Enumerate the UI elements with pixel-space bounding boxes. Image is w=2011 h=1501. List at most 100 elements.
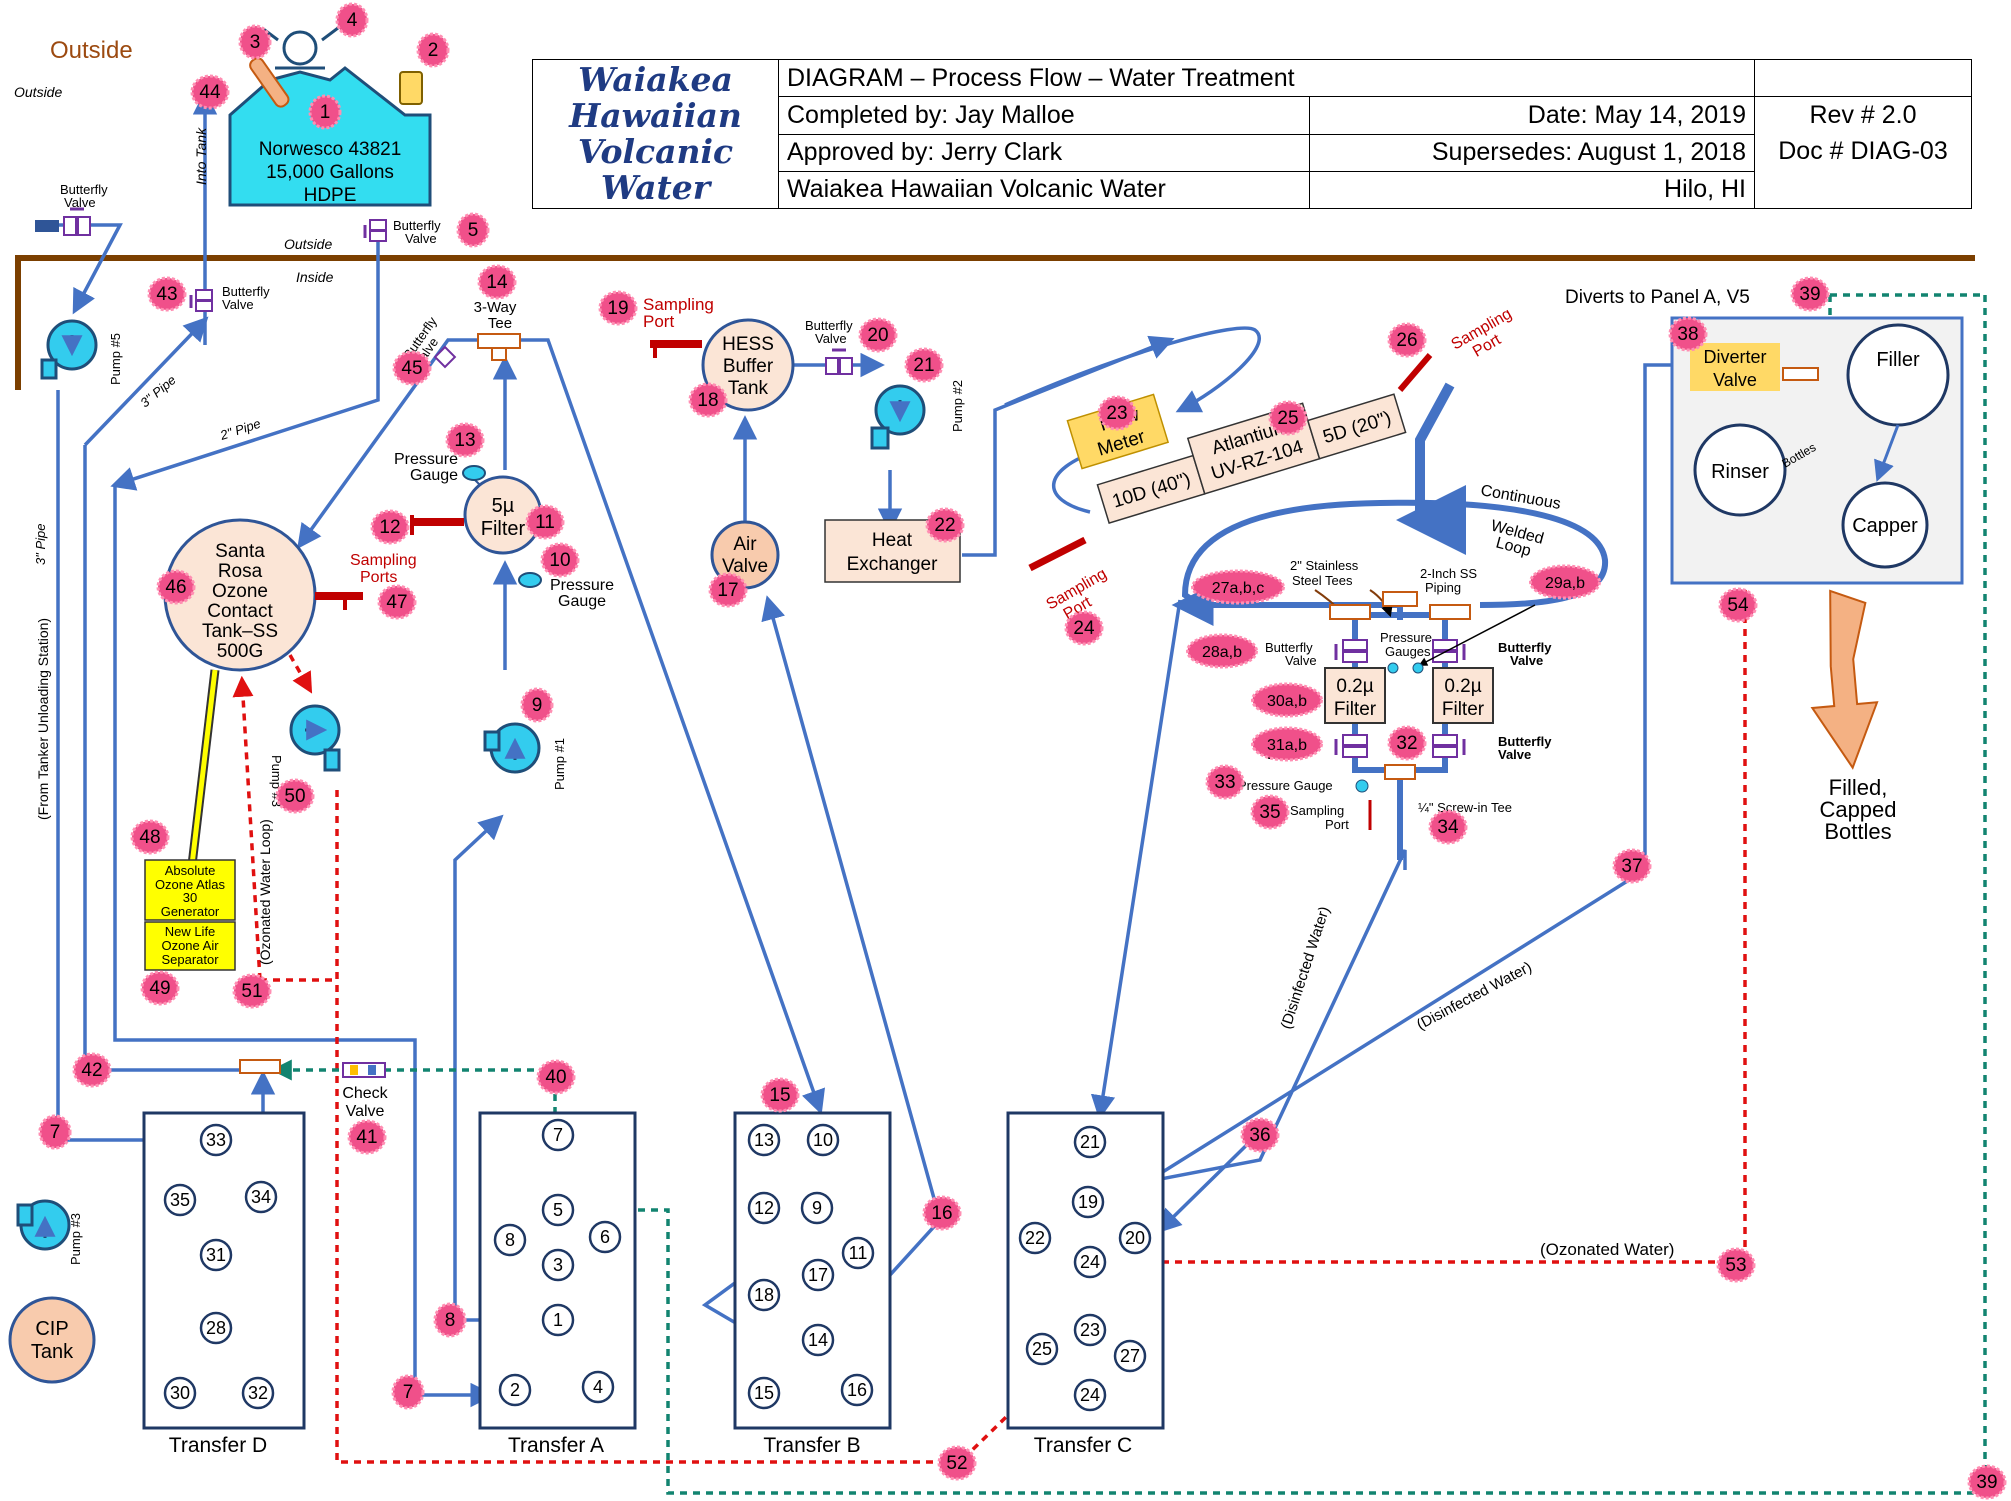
svg-text:1: 1	[553, 1310, 563, 1330]
transfer-a-label: Transfer A	[508, 1434, 604, 1457]
callout-44: 44	[190, 74, 230, 110]
location: Hilo, HI	[1309, 170, 1755, 210]
svg-text:20: 20	[867, 325, 888, 346]
svg-text:37: 37	[1621, 856, 1642, 877]
svg-text:11: 11	[849, 1243, 868, 1263]
callout-25: 25	[1268, 400, 1308, 436]
svg-text:23: 23	[1106, 403, 1127, 424]
callout-14: 14	[477, 264, 517, 300]
three-inch-pipe-label: 3" Pipe	[137, 372, 178, 410]
svg-text:46: 46	[165, 577, 186, 598]
port-c-19: 19	[1071, 1185, 1105, 1219]
svg-text:17: 17	[717, 580, 738, 601]
butterfly-valve-icon	[363, 219, 387, 242]
svg-text:Separator: Separator	[161, 952, 219, 967]
document-number: Doc # DIAG-03	[1778, 137, 1948, 166]
port-b-10: 10	[806, 1123, 840, 1157]
svg-text:14: 14	[808, 1330, 828, 1350]
pipe-tee-to-transfer-b	[520, 338, 826, 1115]
svg-text:500G: 500G	[217, 641, 263, 662]
svg-text:15: 15	[769, 1085, 790, 1106]
callout-8: 8	[433, 1302, 467, 1338]
diagram-title: DIAGRAM – Process Flow – Water Treatment	[778, 58, 1755, 98]
svg-text:Ports: Ports	[360, 569, 397, 586]
port-a-1: 1	[541, 1303, 575, 1337]
filler-panel: Diverter Valve Filler Rinser Capper Bott…	[1670, 316, 1964, 585]
svg-text:0.2µ: 0.2µ	[1444, 676, 1481, 697]
callout-29a-b: 29a,b	[1529, 564, 1601, 600]
svg-text:SamplingPort: SamplingPort	[1449, 305, 1524, 368]
svg-text:0.2µ: 0.2µ	[1336, 676, 1373, 697]
svg-text:5µ: 5µ	[492, 495, 515, 517]
svg-text:Filter: Filter	[481, 518, 526, 540]
svg-text:34: 34	[1437, 817, 1459, 838]
pipe-disinfected-2	[1109, 352, 1700, 1207]
butterfly-valves	[35, 207, 1466, 758]
port-b-13: 13	[747, 1123, 781, 1157]
svg-text:19: 19	[607, 298, 628, 319]
transfer-d-label: Transfer D	[169, 1434, 267, 1457]
callout-38: 38	[1668, 316, 1708, 352]
svg-text:2" Stainless: 2" Stainless	[1290, 558, 1359, 573]
svg-text:10: 10	[813, 1130, 833, 1150]
svg-text:Filter: Filter	[1334, 699, 1377, 720]
svg-text:ButterflyValve: ButterflyValve	[805, 318, 853, 346]
svg-text:Diverter: Diverter	[1703, 347, 1766, 367]
svg-text:Exchanger: Exchanger	[847, 554, 939, 575]
svg-text:HESS: HESS	[722, 334, 774, 355]
svg-text:7: 7	[50, 1122, 61, 1143]
svg-text:Heat: Heat	[872, 530, 913, 551]
svg-text:15: 15	[754, 1383, 774, 1403]
svg-text:Valve: Valve	[722, 556, 768, 577]
pump-icon	[483, 722, 541, 774]
three-inch-pipe-vertical-label: 3" Pipe	[33, 524, 48, 565]
filter-tees	[1329, 591, 1471, 780]
svg-text:4: 4	[593, 1377, 603, 1397]
ozone-generator: Absolute Ozone Atlas 30 Generator New Li…	[144, 859, 236, 971]
date: Date: May 14, 2019	[1309, 96, 1755, 135]
port-b-15: 15	[747, 1376, 781, 1410]
callout-23: 23	[1097, 395, 1137, 431]
callout-20: 20	[858, 317, 898, 353]
tank-label-3: HDPE	[304, 185, 357, 206]
pressure-gauge-icon	[1387, 662, 1399, 674]
into-tank-label: Into Tank	[193, 127, 209, 185]
svg-text:7: 7	[553, 1125, 563, 1145]
butterfly-valve-icon	[825, 348, 853, 375]
port-b-17: 17	[801, 1258, 835, 1292]
disinfected-label-1: (Disinfected Water)	[1278, 904, 1334, 1031]
callout-41: 41	[347, 1119, 387, 1155]
callout-16: 16	[922, 1195, 962, 1231]
port-d-28: 28	[199, 1311, 233, 1345]
callout-52: 52	[937, 1445, 977, 1481]
svg-text:Piping: Piping	[1425, 580, 1461, 595]
svg-text:3: 3	[250, 32, 261, 53]
callout-4: 4	[335, 2, 369, 38]
ozonated-water-label: (Ozonated Water)	[1540, 1240, 1674, 1259]
svg-text:3-Way: 3-Way	[474, 299, 517, 316]
svg-text:Pump #3: Pump #3	[68, 1213, 83, 1265]
callout-10: 10	[540, 542, 580, 578]
svg-text:Generator: Generator	[161, 904, 220, 919]
callout-42: 42	[72, 1052, 112, 1088]
pump-icon	[870, 384, 926, 450]
svg-text:Sampling: Sampling	[1290, 803, 1344, 818]
svg-text:12: 12	[754, 1198, 774, 1218]
svg-text:7: 7	[403, 1382, 414, 1403]
svg-text:32: 32	[1396, 733, 1417, 754]
callout-19: 19	[598, 290, 638, 326]
callout-48: 48	[130, 819, 170, 855]
transfer-c-label: Transfer C	[1034, 1434, 1132, 1457]
building-wall	[15, 255, 1975, 390]
svg-text:49: 49	[149, 978, 170, 999]
callout-7: 7	[391, 1374, 425, 1410]
svg-text:Capper: Capper	[1852, 515, 1918, 537]
svg-text:30: 30	[183, 890, 197, 905]
callout-5: 5	[456, 212, 490, 248]
svg-text:Pressure: Pressure	[394, 451, 458, 468]
pipe-disinfected-1	[1098, 849, 1407, 1199]
tank-label-1: Norwesco 43821	[259, 139, 402, 160]
port-c-21: 21	[1073, 1125, 1107, 1159]
